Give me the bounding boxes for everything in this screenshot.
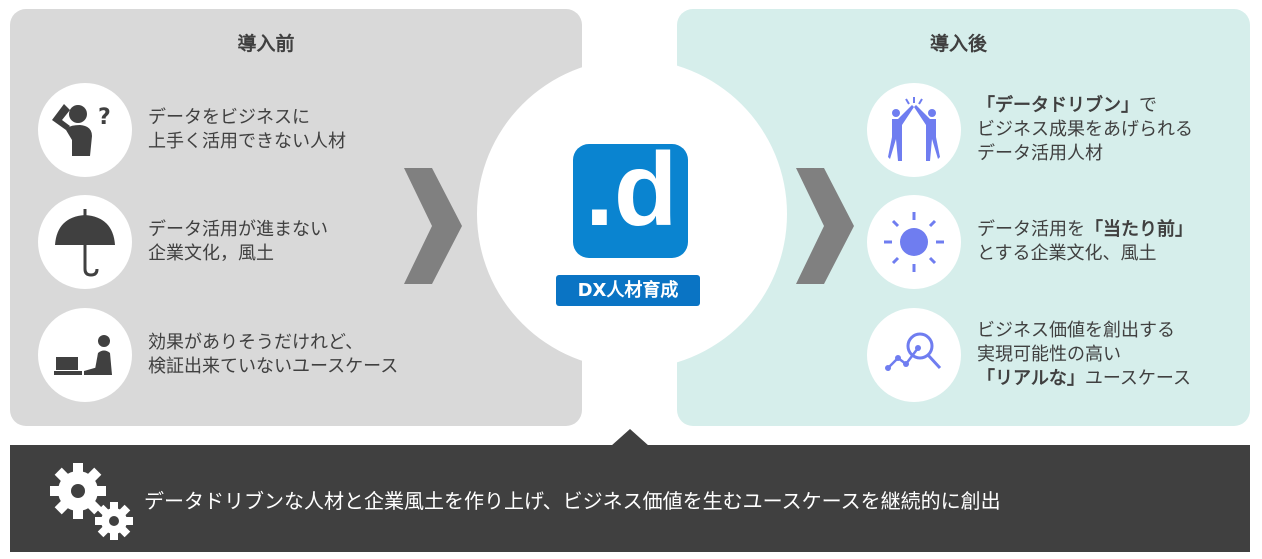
person-laptop-icon	[38, 308, 132, 402]
dot-d-logo: .d	[573, 138, 688, 258]
confused-person-icon: ?	[38, 83, 132, 177]
dx-training-label: DX人材育成	[556, 275, 700, 306]
umbrella-icon	[38, 195, 132, 289]
chevron-right-icon	[404, 168, 462, 284]
chart-magnifier-icon	[867, 308, 961, 402]
callout-pointer	[611, 429, 649, 446]
before-item: データ活用が進まない企業文化，風土	[38, 195, 328, 289]
high-five-icon	[867, 83, 961, 177]
gears-icon	[50, 463, 133, 540]
after-title: 導入後	[929, 33, 987, 55]
summary-bar: データドリブンな人材と企業風土を作り上げ、ビジネス価値を生むユースケースを継続的…	[10, 445, 1250, 552]
chevron-right-icon	[796, 168, 854, 284]
after-item: 「データドリブン」でビジネス成果をあげられるデータ活用人材	[867, 83, 1193, 177]
svg-text:?: ?	[98, 105, 111, 130]
before-item: ? データをビジネスに上手く活用できない人材	[38, 83, 346, 177]
before-item: 効果がありそうだけれど、検証出来ていないユースケース	[38, 308, 398, 402]
summary-text: データドリブンな人材と企業風土を作り上げ、ビジネス価値を生むユースケースを継続的…	[144, 489, 1001, 513]
before-title: 導入前	[237, 33, 295, 55]
after-item: ビジネス価値を創出する実現可能性の高い「リアルな」ユースケース	[867, 308, 1191, 402]
after-item: データ活用を「当たり前」とする企業文化、風土	[867, 195, 1193, 289]
sun-icon	[867, 195, 961, 289]
